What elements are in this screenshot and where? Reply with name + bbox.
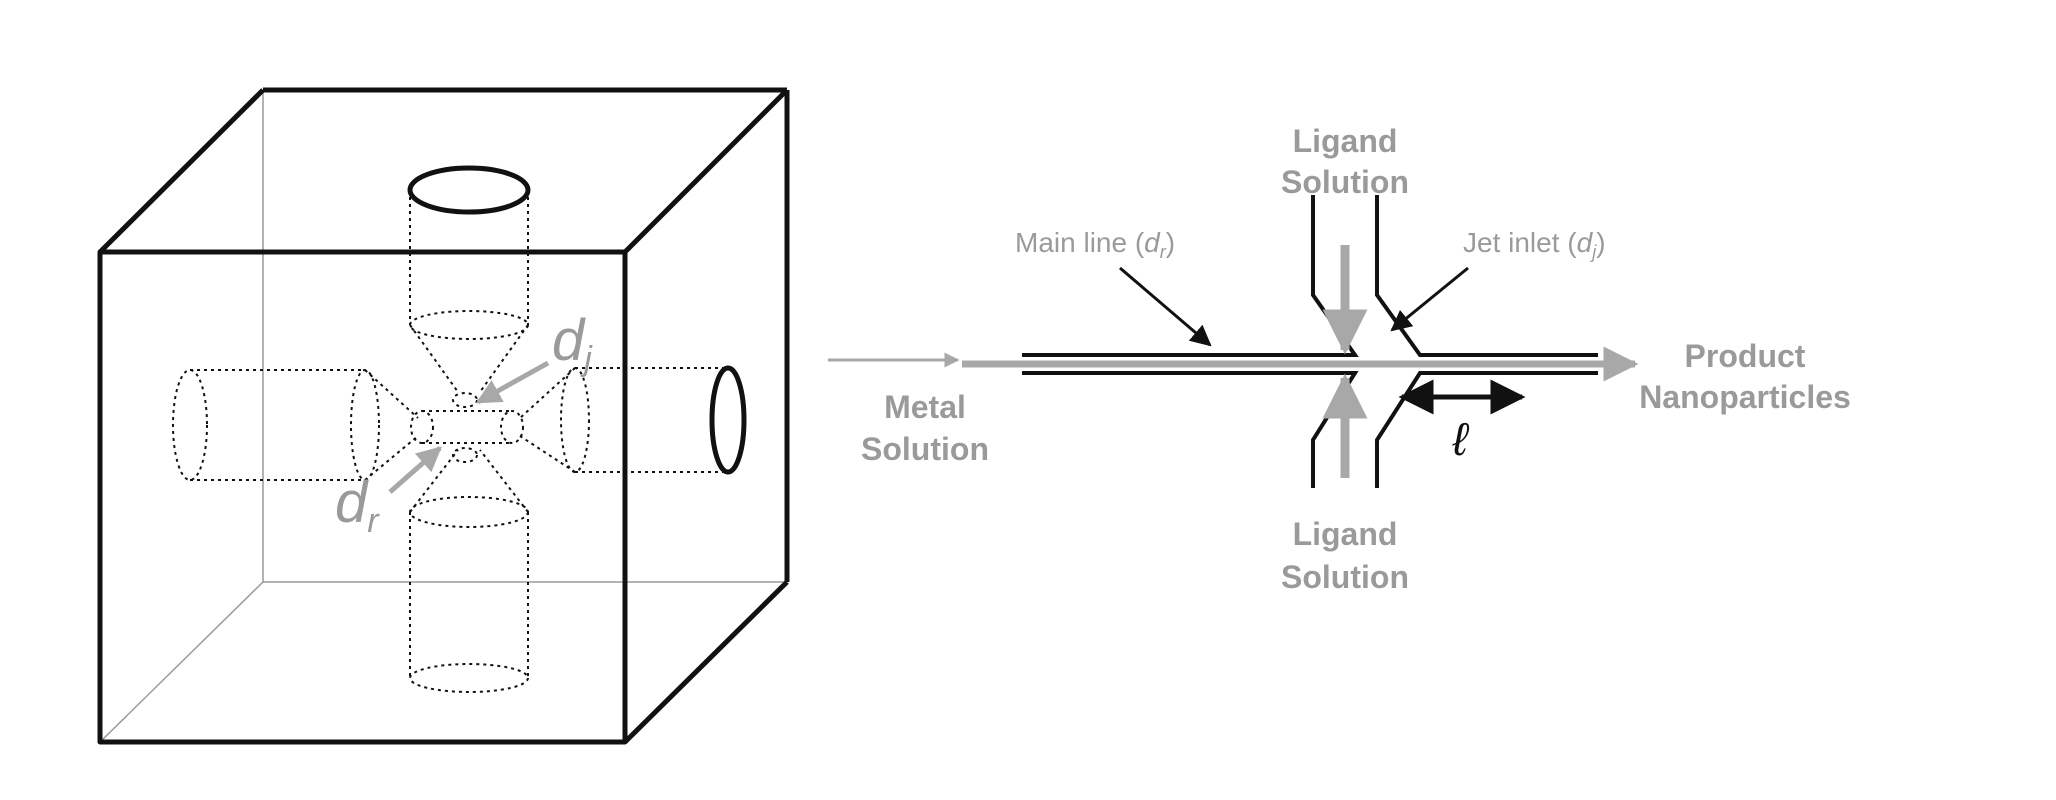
ligand-bottom-line1: Ligand [1293, 516, 1398, 552]
top-port-icon [410, 168, 528, 212]
jet-inlet-label: Jet inlet (dj) [1463, 227, 1606, 262]
metal-line2: Solution [861, 431, 989, 467]
ligand-bottom-label: Ligand Solution [1281, 516, 1409, 595]
main-diameter-label: dr [335, 470, 380, 540]
main-line-label: Main line (dr) [1015, 227, 1175, 262]
jet-inlet-pointer [1392, 268, 1468, 330]
jet-mixer-schematic: Ligand Solution Ligand Solution Metal So… [828, 123, 1851, 595]
main-line-pointer [1120, 268, 1210, 345]
main-diameter-arrow [390, 448, 440, 492]
ligand-top-line2: Solution [1281, 164, 1409, 200]
metal-solution-label: Metal Solution [861, 389, 989, 467]
length-symbol: ℓ [1452, 413, 1470, 465]
ligand-top-label: Ligand Solution [1281, 123, 1409, 200]
product-line1: Product [1685, 338, 1806, 374]
jet-diameter-arrow [478, 363, 548, 402]
reactor-block-3d: dj dr [100, 90, 787, 742]
ligand-top-line1: Ligand [1293, 123, 1398, 159]
product-label: Product Nanoparticles [1639, 338, 1851, 415]
jet-diameter-label: dj [552, 308, 593, 378]
ligand-bottom-line2: Solution [1281, 559, 1409, 595]
internal-channels [173, 190, 728, 692]
right-port-icon [712, 368, 744, 472]
product-line2: Nanoparticles [1639, 379, 1851, 415]
metal-line1: Metal [884, 389, 966, 425]
